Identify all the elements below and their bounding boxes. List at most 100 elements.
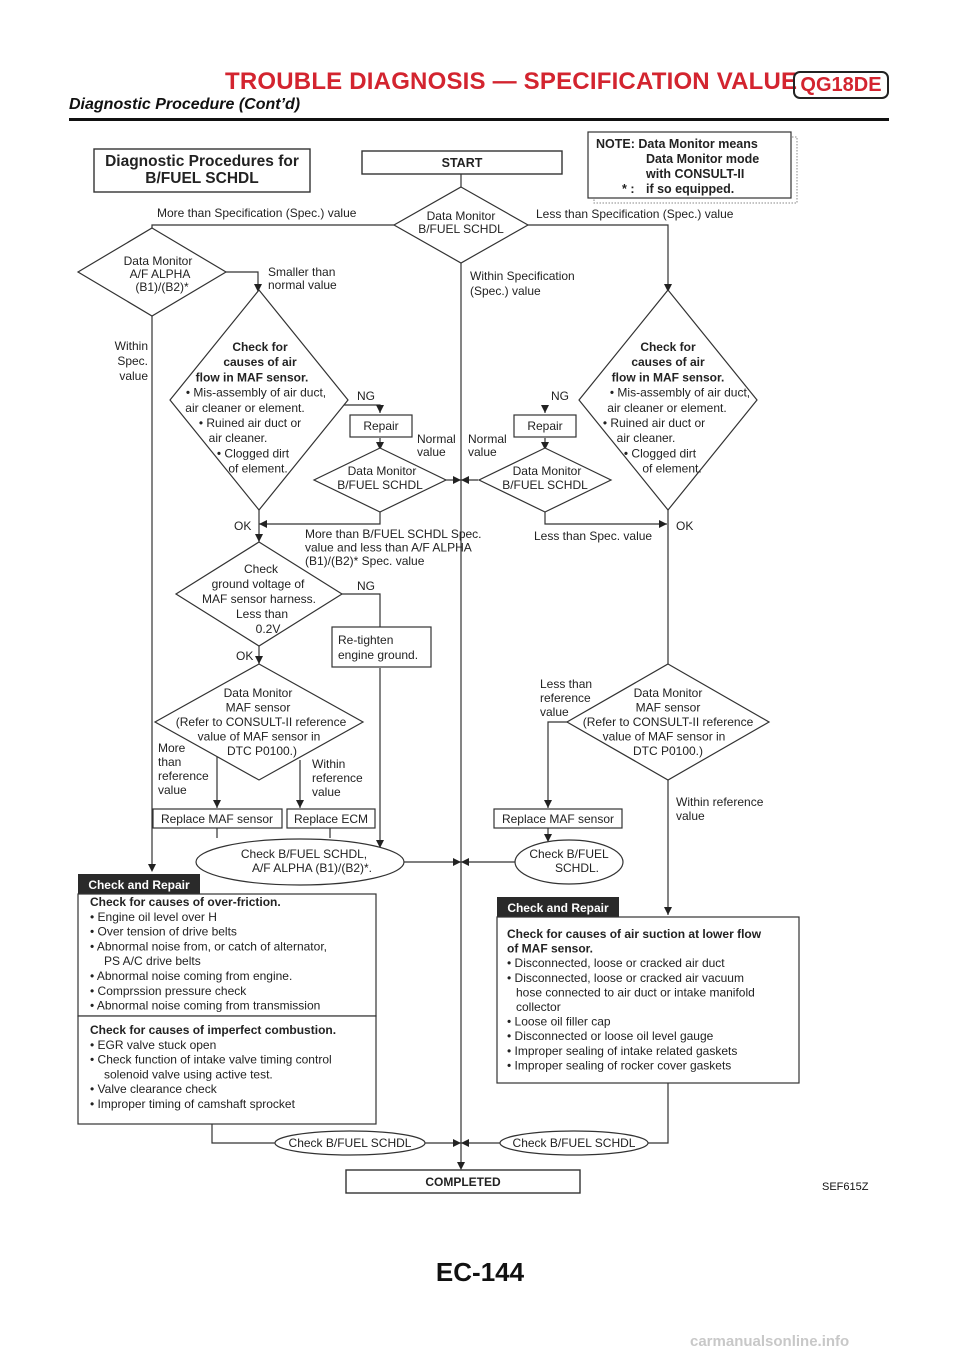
repair-right-box bbox=[513, 414, 577, 438]
mid-spec-label: More than B/FUEL SCHDL Spec.value and le… bbox=[305, 527, 482, 568]
check-bfuel-bottom-right-text: Check B/FUEL SCHDL bbox=[513, 1136, 636, 1150]
arrow-left-icon bbox=[461, 1139, 469, 1147]
arrow-down-icon bbox=[255, 534, 263, 542]
flow-title-box bbox=[93, 148, 311, 193]
arrow-down-icon bbox=[213, 800, 221, 808]
check-repair-tag-right-label: Check and Repair bbox=[507, 901, 609, 915]
check-repair-tag-right bbox=[497, 897, 619, 917]
less-than-spec-label: Less than Specification (Spec.) value bbox=[536, 207, 734, 221]
replace-maf-left-label: Replace MAF sensor bbox=[161, 812, 273, 826]
page-header-subtitle: Diagnostic Procedure (Cont’d) bbox=[69, 96, 301, 113]
arrow-down-icon bbox=[541, 405, 549, 413]
replace-ecm-label: Replace ECM bbox=[294, 812, 368, 826]
over-friction-text: Check for causes of over-friction.• Engi… bbox=[90, 895, 327, 1013]
dm-bfuel-left-diamond bbox=[312, 447, 448, 513]
note-box bbox=[587, 131, 792, 199]
ng-ground-line bbox=[341, 593, 381, 627]
within-spec-label: Within Specification(Spec.) value bbox=[470, 269, 575, 298]
check-bfuel-bottom-left-ellipse bbox=[274, 1130, 426, 1156]
ng-left-line bbox=[341, 404, 381, 413]
page-number: EC-144 bbox=[435, 1257, 525, 1287]
ok-right-label: OK bbox=[676, 519, 693, 533]
ok-ground-label: OK bbox=[236, 649, 253, 663]
dm-maf-left-diamond bbox=[153, 663, 365, 781]
imperfect-combustion-text: Check for causes of imperfect combustion… bbox=[90, 1023, 336, 1111]
arrow-down-icon bbox=[376, 405, 384, 413]
repair-right-label: Repair bbox=[527, 419, 562, 433]
dm-maf-right-diamond bbox=[565, 663, 771, 781]
check-repair-tag-left-label: Check and Repair bbox=[88, 878, 190, 892]
check-bfuel-bottom-left-text: Check B/FUEL SCHDL bbox=[289, 1136, 412, 1150]
arrow-left-icon bbox=[461, 476, 469, 484]
start-label: START bbox=[442, 156, 483, 170]
engine-code-badge: QG18DE bbox=[793, 71, 889, 99]
check-air-left-diamond bbox=[169, 289, 349, 511]
arrow-left-icon bbox=[461, 858, 469, 866]
arrow-down-icon bbox=[457, 1162, 465, 1170]
arrow-right-icon bbox=[453, 476, 461, 484]
replace-maf-right-label: Replace MAF sensor bbox=[502, 812, 614, 826]
right-branch-line bbox=[528, 224, 669, 292]
arrow-down-icon bbox=[148, 864, 156, 872]
arrow-down-icon bbox=[255, 656, 263, 664]
arrow-down-icon bbox=[544, 800, 552, 808]
arrow-down-icon bbox=[544, 834, 552, 842]
air-suction-box bbox=[496, 916, 800, 1084]
arrow-left-icon bbox=[259, 520, 267, 528]
header-rule bbox=[69, 118, 889, 121]
retighten-box bbox=[331, 626, 432, 668]
ng-ground-label: NG bbox=[357, 579, 375, 593]
repair-left-box bbox=[349, 414, 413, 438]
over-friction-box bbox=[77, 893, 377, 1017]
left-box-to-check-line bbox=[211, 1124, 275, 1144]
replace-maf-right-box bbox=[493, 808, 623, 829]
right-box-to-check-line bbox=[648, 1083, 669, 1144]
arrow-down-icon bbox=[541, 442, 549, 450]
check-repair-tag-left bbox=[78, 874, 200, 894]
arrow-right-icon bbox=[453, 1139, 461, 1147]
arrow-down-icon bbox=[664, 284, 672, 292]
ng-label-right: NG bbox=[551, 389, 569, 403]
ng-label-left: NG bbox=[357, 389, 375, 403]
repair-left-label: Repair bbox=[363, 419, 398, 433]
page-header-title: TROUBLE DIAGNOSIS — SPECIFICATION VALUE bbox=[225, 68, 798, 95]
replace-ecm-box bbox=[286, 808, 376, 829]
completed-box bbox=[345, 1169, 581, 1194]
dm-af-alpha-diamond bbox=[76, 227, 228, 317]
less-than-spec-line bbox=[544, 512, 667, 525]
figure-reference: SEF615Z bbox=[822, 1181, 869, 1193]
check-ground-diamond bbox=[174, 541, 344, 647]
check-bfuel-af-text: Check B/FUEL SCHDL,A/F ALPHA (B1)/(B2)*. bbox=[241, 847, 372, 875]
arrow-down-icon bbox=[376, 840, 384, 848]
replace-maf-left-box bbox=[152, 808, 283, 829]
completed-label: COMPLETED bbox=[425, 1175, 501, 1189]
arrow-right-icon bbox=[659, 520, 667, 528]
smaller-than-line bbox=[226, 271, 259, 292]
start-box bbox=[361, 150, 563, 175]
arrow-down-icon bbox=[376, 442, 384, 450]
note-asterisk: * : bbox=[622, 182, 635, 196]
more-than-spec-label: More than Specification (Spec.) value bbox=[157, 206, 357, 220]
arrow-right-icon bbox=[453, 858, 461, 866]
arrow-down-icon bbox=[296, 800, 304, 808]
less-than-ref-line bbox=[547, 721, 570, 808]
check-bfuel-af-ellipse bbox=[195, 838, 405, 886]
watermark: carmanualsonline.info bbox=[690, 1333, 850, 1350]
